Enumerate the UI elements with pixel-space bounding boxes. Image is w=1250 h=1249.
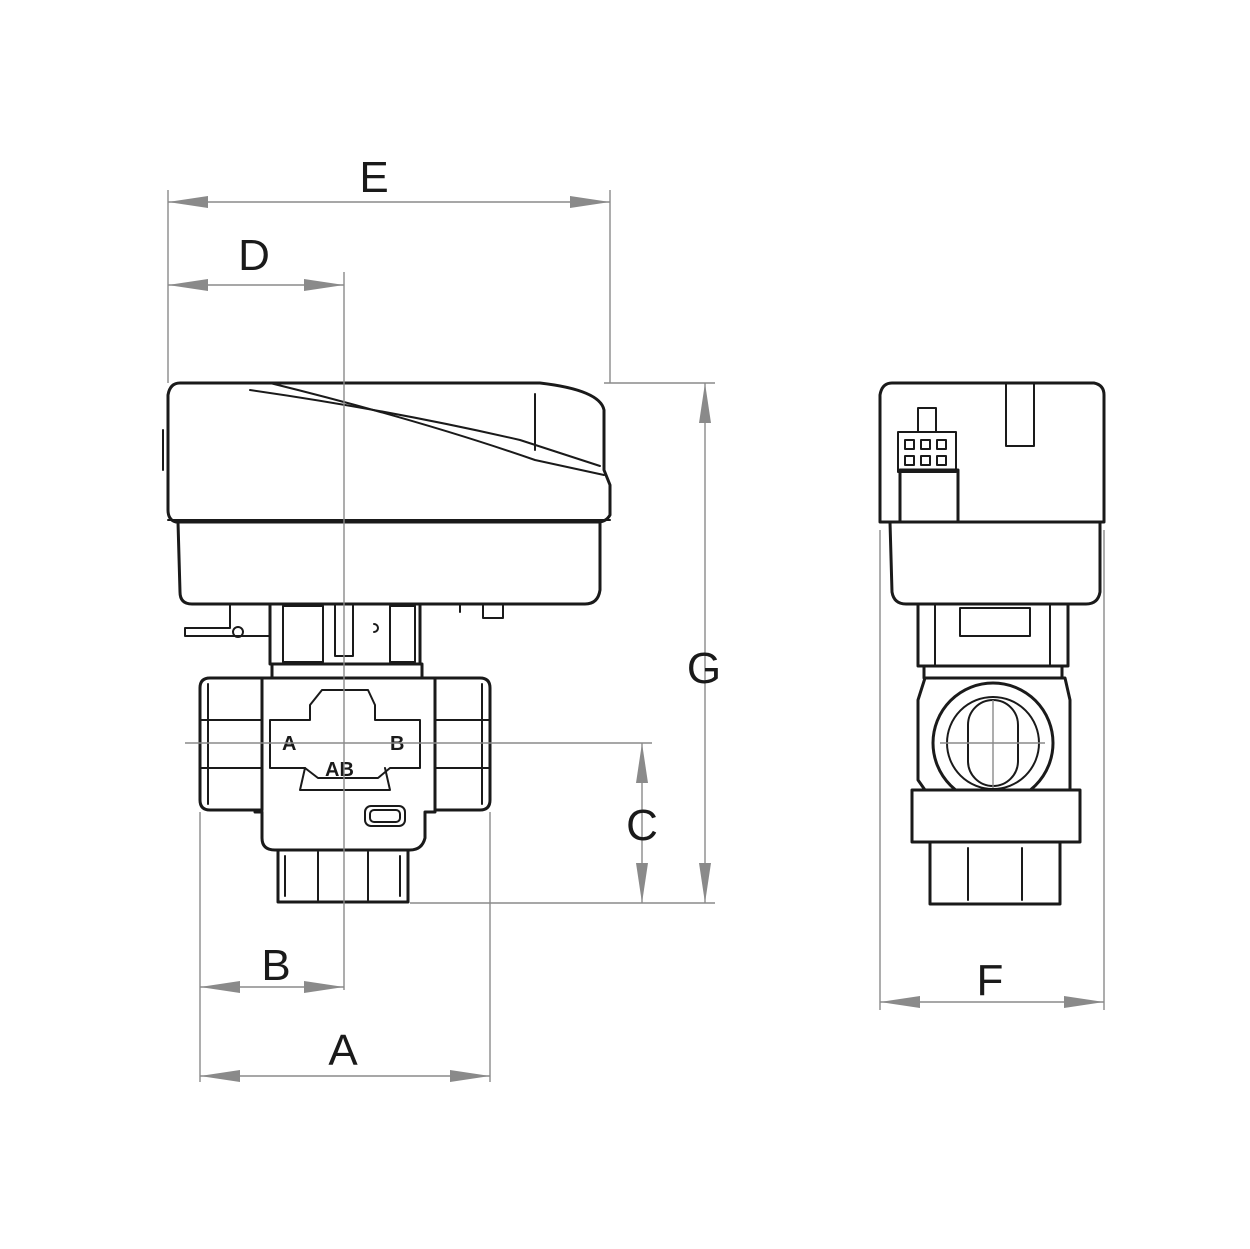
dimension-label-d: D (238, 231, 270, 280)
dimension-labels: E D G C B A F (238, 153, 1003, 1075)
dimension-label-b: B (261, 941, 290, 990)
front-view: A AB B (162, 272, 612, 990)
connector-pins (904, 439, 947, 466)
actuator-housing (162, 381, 612, 606)
dimension-label-a: A (328, 1026, 358, 1075)
dimension-label-c: C (626, 801, 658, 850)
dimension-label-e: E (359, 153, 388, 202)
dimension-lines (167, 190, 1105, 1082)
port-label-a: A (282, 733, 296, 755)
port-label-b: B (390, 733, 404, 755)
port-label-ab: AB (325, 759, 354, 781)
valve-body (198, 676, 492, 904)
mounting-bracket (184, 602, 504, 680)
side-view (878, 381, 1106, 906)
dimension-label-f: F (977, 956, 1004, 1005)
dimension-label-g: G (687, 644, 721, 693)
